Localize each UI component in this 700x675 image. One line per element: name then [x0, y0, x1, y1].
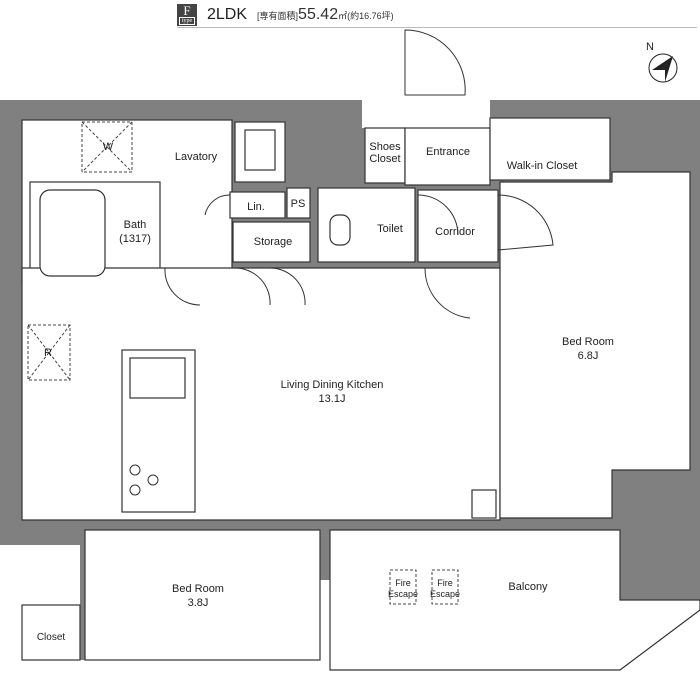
label-wash: W [103, 141, 114, 153]
label-bedroom1: Bed Room [562, 336, 614, 348]
pillar [471, 489, 497, 519]
washer-space [81, 121, 133, 173]
label-fridge: R [44, 347, 52, 359]
fire-escape-1 [389, 569, 417, 605]
label-ps: PS [291, 198, 306, 210]
floor-area: [専有面積]55.42㎡(約16.76坪) [257, 6, 394, 24]
linen-door[interactable] [204, 194, 231, 216]
bedroom-1 [499, 171, 691, 519]
label-shoes-closet: Closet [369, 153, 400, 165]
label-balcony: Balcony [508, 581, 548, 593]
burner [147, 474, 159, 486]
storage-room [232, 221, 311, 263]
linen-closet [229, 191, 286, 219]
compass-north: N [646, 41, 654, 53]
area-unit: ㎡(約16.76坪) [338, 11, 394, 21]
bathtub [39, 189, 106, 277]
shoes-closet [364, 127, 406, 184]
label-lavatory: Lavatory [175, 151, 218, 163]
fridge-space [27, 324, 71, 381]
type-word: type [179, 17, 195, 25]
corridor-area [417, 189, 499, 263]
label-linen: Lin. [247, 201, 265, 213]
entrance-area [404, 127, 491, 186]
label-bath: Bath [124, 219, 147, 231]
wash-basin [244, 129, 276, 171]
label-fire2: Fire [437, 578, 453, 588]
fire-escape-2 [431, 569, 459, 605]
label-closet: Closet [37, 632, 66, 643]
label-bedroom2: Bed Room [172, 583, 224, 595]
label-bedroom2-size: 3.8J [188, 597, 209, 609]
ps-shaft [286, 187, 311, 219]
burner [129, 464, 141, 476]
label-fire2-escape: Escape [430, 589, 460, 599]
room-labels: W Lavatory Bath (1317) Lin. PS Storage S… [37, 141, 614, 643]
label-toilet: Toilet [377, 223, 403, 235]
bedroom-door[interactable] [497, 194, 554, 251]
label-fire1-escape: Escape [388, 589, 418, 599]
ldk-corridor-door[interactable] [424, 267, 471, 319]
label-walkin: Walk-in Closet [507, 160, 578, 172]
label-bedroom1-size: 6.8J [578, 350, 599, 362]
layout-type: 2LDK [207, 6, 248, 23]
label-storage: Storage [254, 236, 293, 248]
entrance-door[interactable] [404, 29, 466, 96]
area-label: [専有面積] [257, 11, 299, 21]
label-bath-size: (1317) [119, 233, 151, 245]
burner [129, 484, 141, 496]
kitchen-sink [129, 357, 186, 399]
ldk-doors[interactable] [164, 267, 306, 306]
label-corridor: Corridor [435, 226, 475, 238]
label-ldk-size: 13.1J [319, 393, 346, 405]
compass: N [646, 41, 678, 83]
closet-area [21, 604, 81, 661]
label-entrance: Entrance [426, 146, 470, 158]
dashed-marks [27, 121, 459, 605]
type-letter: F [183, 3, 191, 18]
bedroom-2 [84, 529, 321, 661]
balcony-area [329, 529, 700, 671]
toilet-bowl [329, 214, 351, 246]
doors[interactable] [129, 29, 554, 496]
label-ldk: Living Dining Kitchen [281, 379, 384, 391]
corridor-door[interactable] [417, 194, 459, 236]
area-value: 55.42 [298, 6, 339, 23]
rooms [21, 117, 700, 671]
ldk-room [21, 267, 501, 521]
label-fire1: Fire [395, 578, 411, 588]
walkin-closet [489, 117, 611, 181]
label-shoes: Shoes [369, 141, 401, 153]
header-rule [177, 27, 697, 28]
